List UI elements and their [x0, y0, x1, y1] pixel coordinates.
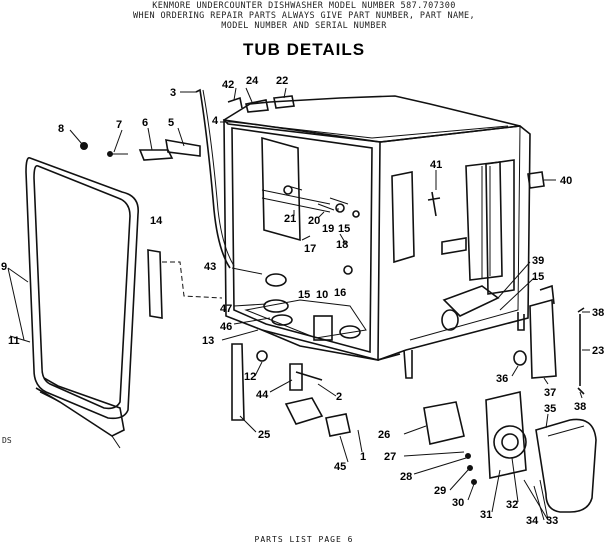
fill-hose — [195, 88, 231, 269]
callout-21: 21 — [284, 213, 296, 225]
callout-34: 34 — [526, 515, 539, 527]
callout-22: 22 — [276, 75, 288, 87]
tub-cabinet — [222, 95, 531, 379]
callout-46: 46 — [220, 321, 232, 333]
callout-29: 29 — [434, 485, 446, 497]
callout-26: 26 — [378, 429, 390, 441]
parts-list-footer: PARTS LIST PAGE 6 — [254, 535, 354, 544]
callout-15c: 15 — [532, 271, 544, 283]
callout-42: 42 — [222, 79, 234, 91]
callout-20: 20 — [308, 215, 320, 227]
callout-13: 13 — [202, 335, 214, 347]
callout-24: 24 — [246, 75, 259, 87]
callout-38a: 38 — [592, 307, 604, 319]
callout-33: 33 — [546, 515, 558, 527]
callout-18: 18 — [336, 239, 348, 251]
callout-30: 30 — [452, 497, 464, 509]
callout-3: 3 — [170, 87, 176, 99]
leader-lines — [7, 87, 590, 521]
callout-37: 37 — [544, 387, 556, 399]
door-latch-bracket — [147, 249, 163, 319]
callout-44: 44 — [256, 389, 269, 401]
callout-16: 16 — [334, 287, 346, 299]
callout-4: 4 — [212, 115, 219, 127]
callout-40: 40 — [560, 175, 572, 187]
callout-1: 1 — [360, 451, 366, 463]
callout-11: 11 — [8, 335, 20, 347]
callout-19: 19 — [322, 223, 334, 235]
callout-15a: 15 — [338, 223, 350, 235]
header-ordering-line: WHEN ORDERING REPAIR PARTS ALWAYS GIVE P… — [132, 11, 476, 21]
callout-39: 39 — [532, 255, 544, 267]
callout-15b: 15 — [298, 289, 310, 301]
callout-45: 45 — [334, 461, 346, 473]
callout-7: 7 — [116, 119, 122, 131]
callout-36: 36 — [496, 373, 508, 385]
callout-6: 6 — [142, 117, 148, 129]
diagram-title: TUB DETAILS — [242, 40, 366, 59]
callout-12: 12 — [244, 371, 256, 383]
callout-41: 41 — [430, 159, 442, 171]
header-model-line: KENMORE UNDERCOUNTER DISHWASHER MODEL NU… — [152, 1, 456, 11]
callout-43: 43 — [204, 261, 216, 273]
callout-10: 10 — [316, 289, 328, 301]
callout-31: 31 — [480, 509, 492, 521]
callout-27: 27 — [384, 451, 396, 463]
callout-8: 8 — [58, 123, 64, 135]
callout-5: 5 — [168, 117, 174, 129]
callout-9: 9 — [1, 261, 7, 273]
callout-25: 25 — [258, 429, 270, 441]
callout-47: 47 — [220, 303, 232, 315]
callout-35: 35 — [544, 403, 556, 415]
callout-17: 17 — [304, 243, 316, 255]
callout-28: 28 — [400, 471, 412, 483]
callout-32: 32 — [506, 499, 518, 511]
callout-14: 14 — [150, 215, 163, 227]
callout-23: 23 — [592, 345, 604, 357]
header-serial-line: MODEL NUMBER AND SERIAL NUMBER — [221, 21, 387, 31]
corner-mark: DS — [2, 436, 12, 445]
hinge-assembly — [80, 139, 201, 161]
callout-38b: 38 — [574, 401, 586, 413]
door-gasket — [25, 157, 139, 449]
callout-2: 2 — [336, 391, 342, 403]
pump-motor-assembly — [423, 391, 597, 513]
